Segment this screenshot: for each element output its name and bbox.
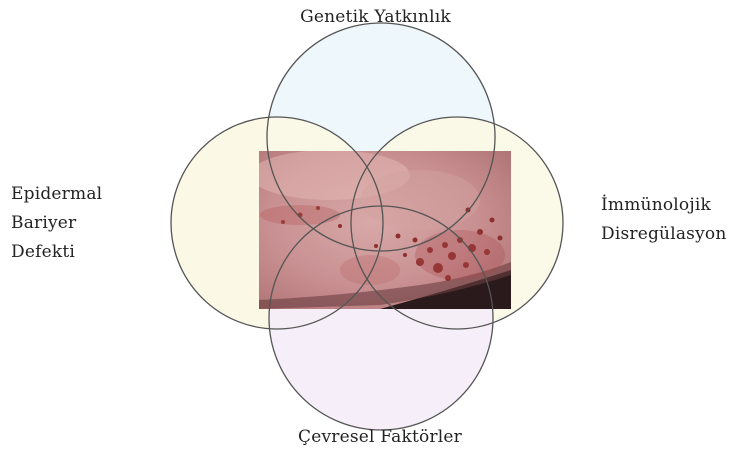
label-left-line-2: Bariyer <box>11 209 102 238</box>
label-bottom-line-1: Çevresel Faktörler <box>0 424 751 450</box>
skin-eczema-photo <box>250 150 511 309</box>
label-genetic-predisposition: Genetik Yatkınlık <box>0 4 751 30</box>
label-top-line-1: Genetik Yatkınlık <box>0 4 751 30</box>
label-immunological-dysregulation: İmmünolojik Disregülasyon <box>601 191 727 249</box>
label-epidermal-barrier-defect: Epidermal Bariyer Defekti <box>11 180 102 267</box>
label-environmental-factors: Çevresel Faktörler <box>0 424 751 450</box>
label-right-line-2: Disregülasyon <box>601 220 727 249</box>
label-right-line-1: İmmünolojik <box>601 191 727 220</box>
label-left-line-3: Defekti <box>11 238 102 267</box>
label-left-line-1: Epidermal <box>11 180 102 209</box>
